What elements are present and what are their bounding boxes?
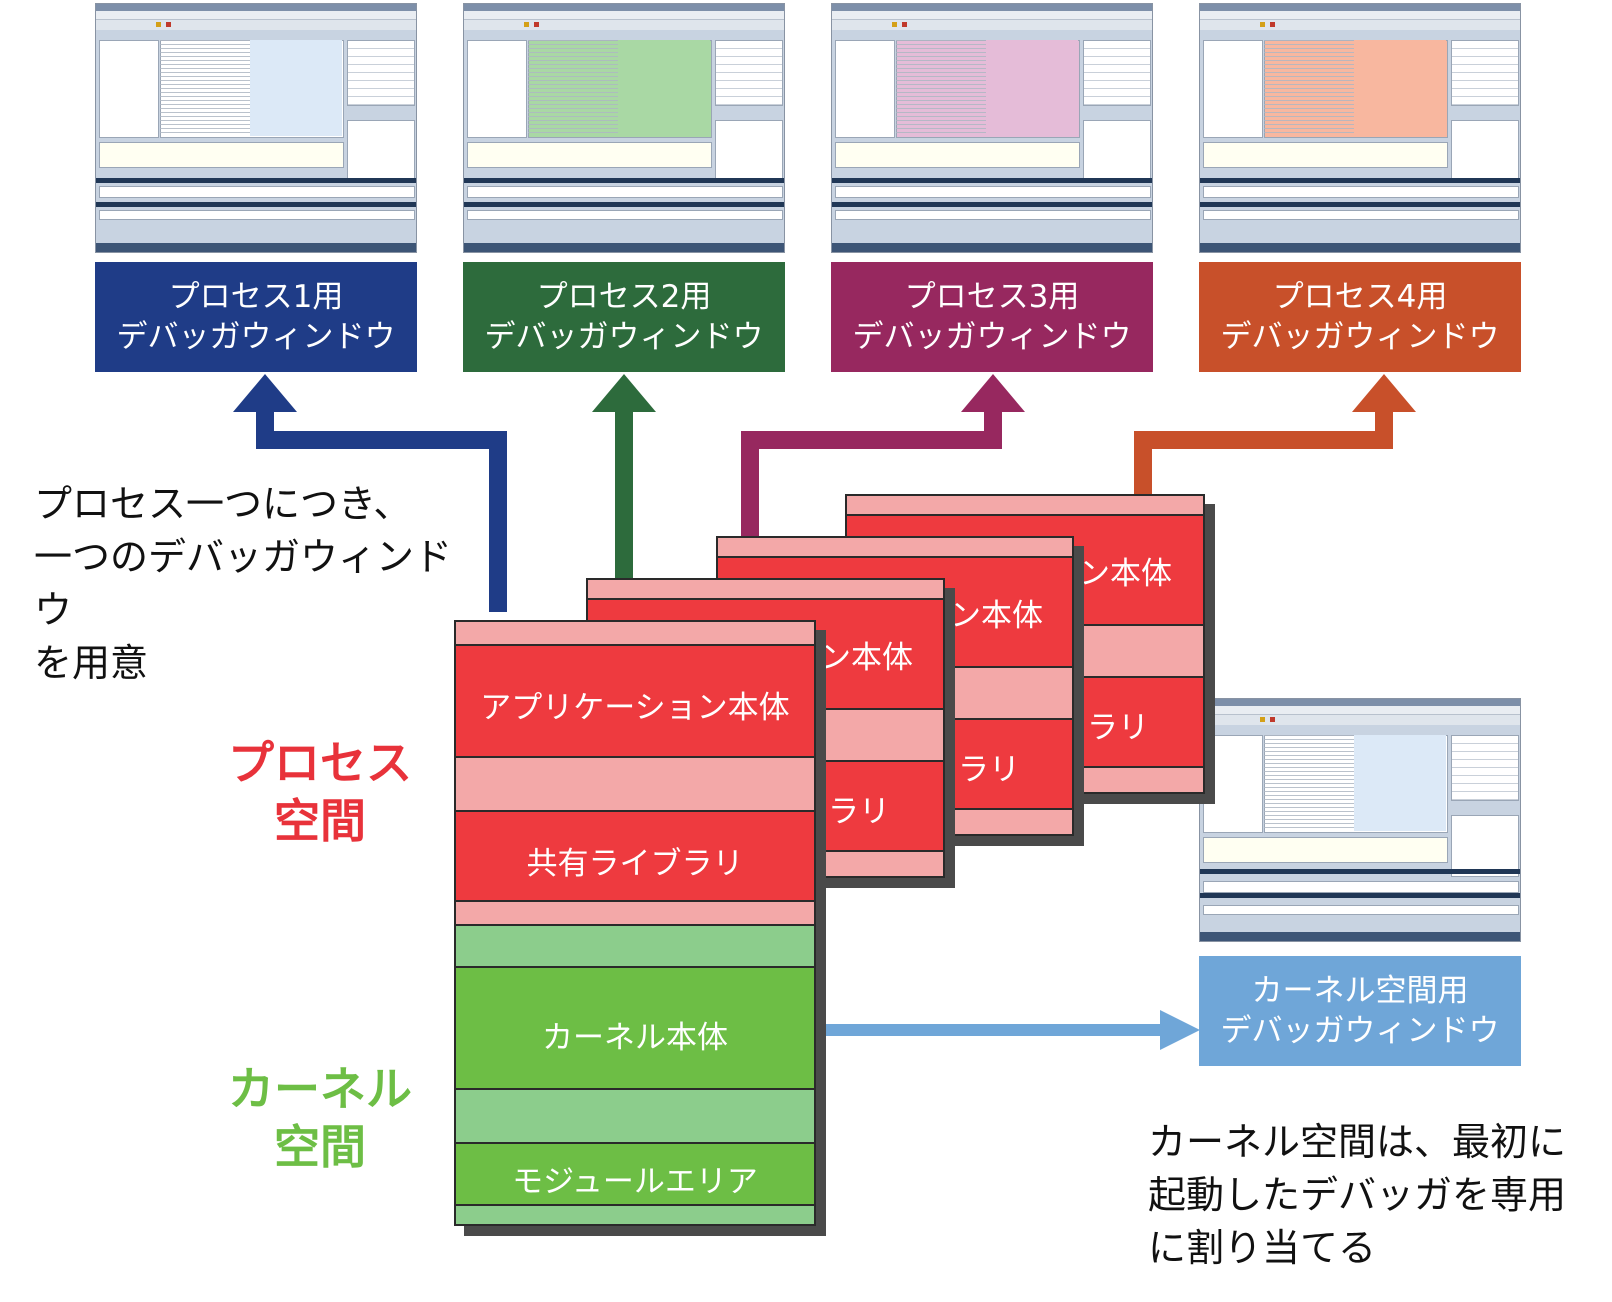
process-space-line-2: 空間 (274, 794, 366, 848)
shared-lib-fragment: ラリ (958, 752, 1020, 788)
kernel-space-line-1: カーネル (228, 1062, 412, 1116)
kernel-note-line-3: に割り当てる (1148, 1226, 1377, 1270)
shared-lib-label: 共有ライブラリ (526, 846, 744, 882)
highlight-pane (1354, 40, 1446, 136)
arrowhead-process-3 (961, 374, 1025, 412)
shared-lib-fragment: ラリ (828, 794, 890, 830)
process-space-line-1: プロセス (228, 736, 412, 790)
label-line-2: デバッガウィンドウ (484, 319, 764, 355)
process-4-window-label: プロセス4用 デバッガウィンドウ (1199, 262, 1521, 372)
debugger-screenshot-process-1 (95, 3, 417, 253)
kernel-window-label: カーネル空間用 デバッガウィンドウ (1199, 956, 1521, 1066)
app-body-fragment: ン本体 (1079, 556, 1172, 592)
process-3-window-label: プロセス3用 デバッガウィンドウ (831, 262, 1153, 372)
highlight-pane (250, 40, 342, 136)
process-stack-1: アプリケーション本体 共有ライブラリ カーネル本体 モジュールエリア (454, 620, 816, 1226)
label-line-1: プロセス4用 (1272, 279, 1448, 315)
shared-lib-fragment: ラリ (1087, 710, 1149, 746)
arrow-process-3 (741, 405, 1002, 536)
debugger-screenshot-process-2 (463, 3, 785, 253)
label-line-1: プロセス2用 (536, 279, 712, 315)
process-note: プロセス一つにつき、 一つのデバッガウィンドウ を用意 (34, 478, 464, 690)
process-note-line-2: 一つのデバッガウィンドウ (34, 535, 453, 632)
label-line-2: デバッガウィンドウ (1220, 319, 1500, 355)
process-space-label: プロセス 空間 (220, 734, 420, 850)
label-line-1: プロセス3用 (904, 279, 1080, 315)
arrowhead-kernel (1160, 1010, 1200, 1050)
highlight-pane (986, 40, 1078, 136)
arrowhead-process-4 (1352, 374, 1416, 412)
kernel-note: カーネル空間は、最初に 起動したデバッガを専用 に割り当てる (1148, 1116, 1608, 1275)
app-body-fragment: ン本体 (950, 598, 1043, 634)
app-body-fragment: ン本体 (820, 640, 913, 676)
highlight-pane (1354, 735, 1446, 831)
kernel-space-line-2: 空間 (274, 1120, 366, 1174)
label-line-2: デバッガウィンドウ (1220, 1013, 1500, 1049)
kernel-space-label: カーネル 空間 (220, 1060, 420, 1176)
process-note-line-3: を用意 (34, 641, 149, 685)
label-line-1: カーネル空間用 (1251, 973, 1469, 1009)
kernel-note-line-2: 起動したデバッガを専用 (1148, 1173, 1567, 1217)
arrowhead-process-2 (592, 374, 656, 412)
module-area-label: モジュールエリア (512, 1164, 758, 1200)
arrow-process-1 (256, 405, 507, 612)
debugger-screenshot-process-4 (1199, 3, 1521, 253)
kernel-body-label: カーネル本体 (542, 1020, 728, 1056)
process-2-window-label: プロセス2用 デバッガウィンドウ (463, 262, 785, 372)
label-line-2: デバッガウィンドウ (116, 319, 396, 355)
debugger-screenshot-process-3 (831, 3, 1153, 253)
process-1-window-label: プロセス1用 デバッガウィンドウ (95, 262, 417, 372)
label-line-1: プロセス1用 (168, 279, 344, 315)
kernel-note-line-1: カーネル空間は、最初に (1148, 1120, 1567, 1164)
process-note-line-1: プロセス一つにつき、 (34, 482, 412, 526)
app-body-label: アプリケーション本体 (480, 690, 790, 726)
label-line-2: デバッガウィンドウ (852, 319, 1132, 355)
arrowhead-process-1 (233, 374, 297, 412)
highlight-pane (618, 40, 710, 136)
arrow-process-4 (1134, 405, 1393, 494)
debugger-screenshot-kernel (1199, 698, 1521, 942)
